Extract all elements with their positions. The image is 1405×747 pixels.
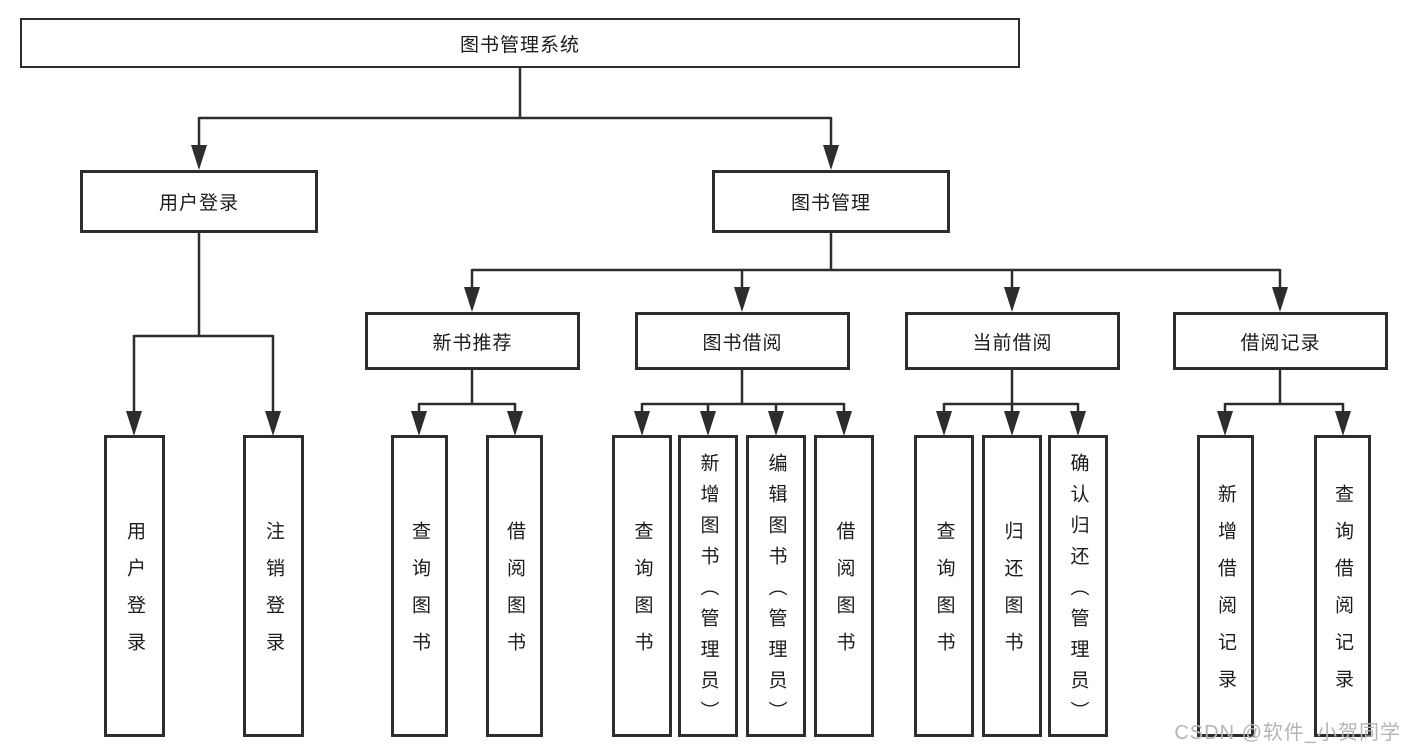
- arrow-down-icon: [936, 411, 952, 436]
- leaf-query-books-1: 查询图书: [391, 435, 448, 737]
- node-book-borrow-label: 图书借阅: [702, 332, 783, 354]
- arrow-down-icon: [823, 145, 839, 170]
- leaf-query-books-2-label: 查询图书: [631, 521, 653, 669]
- leaf-logout-label: 注销登录: [263, 521, 284, 669]
- arrow-down-icon: [634, 411, 650, 436]
- arrow-down-icon: [126, 411, 142, 436]
- leaf-return-books: 归还图书: [982, 435, 1042, 737]
- connector-new-book-recommend-to-leaves: [417, 370, 517, 414]
- arrow-down-icon: [507, 411, 523, 436]
- leaf-borrow-books-2-label: 借阅图书: [833, 521, 855, 669]
- arrow-down-icon: [191, 145, 207, 170]
- leaf-add-book-admin-label: 新增图书（管理员）: [697, 452, 719, 732]
- arrow-down-icon: [265, 411, 281, 436]
- leaf-borrow-books-2: 借阅图书: [814, 435, 874, 737]
- leaf-add-borrow-record-label: 新增借阅记录: [1215, 484, 1236, 706]
- leaf-query-borrow-record: 查询借阅记录: [1314, 435, 1371, 737]
- leaf-query-borrow-record-label: 查询借阅记录: [1332, 484, 1353, 706]
- arrow-down-icon: [768, 411, 784, 436]
- leaf-add-borrow-record: 新增借阅记录: [1197, 435, 1254, 737]
- arrow-down-icon: [734, 287, 750, 312]
- node-user-login-label: 用户登录: [158, 193, 239, 214]
- node-borrow-records-label: 借阅记录: [1240, 332, 1321, 354]
- node-root-label: 图书管理系统: [459, 34, 580, 56]
- arrow-down-icons: [126, 145, 1351, 436]
- connector-borrow-records-to-leaves: [1223, 370, 1345, 414]
- arrow-down-icon: [464, 287, 480, 312]
- connector-book-borrow-to-leaves: [640, 370, 846, 414]
- arrow-down-icon: [836, 411, 852, 436]
- connector-root-to-level2: [197, 68, 833, 148]
- arrow-down-icon: [1335, 411, 1351, 436]
- node-book-management: 图书管理: [712, 170, 950, 233]
- arrow-down-icon: [1217, 411, 1233, 436]
- node-book-borrow: 图书借阅: [635, 312, 850, 370]
- leaf-query-books-1-label: 查询图书: [409, 521, 430, 669]
- node-book-management-label: 图书管理: [790, 193, 871, 214]
- connector-user-login-to-leaves: [132, 233, 275, 414]
- node-borrow-records: 借阅记录: [1173, 312, 1388, 370]
- leaf-confirm-return-admin: 确认归还（管理员）: [1048, 435, 1108, 737]
- connector-current-borrow-to-leaves: [942, 370, 1080, 414]
- leaf-borrow-books-1: 借阅图书: [486, 435, 543, 737]
- leaf-user-login: 用户登录: [104, 435, 165, 737]
- leaf-return-books-label: 归还图书: [1001, 521, 1023, 669]
- leaf-query-books-2: 查询图书: [612, 435, 672, 737]
- watermark: CSDN @软件_小贺同学: [1174, 722, 1401, 744]
- leaf-borrow-books-1-label: 借阅图书: [504, 521, 525, 669]
- leaf-query-books-3-label: 查询图书: [933, 521, 955, 669]
- node-current-borrow-label: 当前借阅: [972, 332, 1053, 354]
- leaf-query-books-3: 查询图书: [914, 435, 974, 737]
- arrow-down-icon: [1070, 411, 1086, 436]
- arrow-down-icon: [1004, 287, 1020, 312]
- leaf-user-login-label: 用户登录: [124, 521, 145, 669]
- leaf-edit-book-admin: 编辑图书（管理员）: [746, 435, 806, 737]
- node-root: 图书管理系统: [20, 18, 1020, 68]
- arrow-down-icon: [700, 411, 716, 436]
- node-current-borrow: 当前借阅: [905, 312, 1120, 370]
- node-user-login: 用户登录: [80, 170, 318, 233]
- node-new-book-recommend-label: 新书推荐: [432, 332, 513, 354]
- leaf-logout: 注销登录: [243, 435, 304, 737]
- arrow-down-icon: [1004, 411, 1020, 436]
- leaf-add-book-admin: 新增图书（管理员）: [678, 435, 738, 737]
- node-new-book-recommend: 新书推荐: [365, 312, 580, 370]
- leaf-confirm-return-admin-label: 确认归还（管理员）: [1067, 452, 1089, 732]
- connector-book-management-to-level3: [470, 233, 1282, 290]
- arrow-down-icon: [411, 411, 427, 436]
- arrow-down-icon: [1272, 287, 1288, 312]
- leaf-edit-book-admin-label: 编辑图书（管理员）: [765, 452, 787, 732]
